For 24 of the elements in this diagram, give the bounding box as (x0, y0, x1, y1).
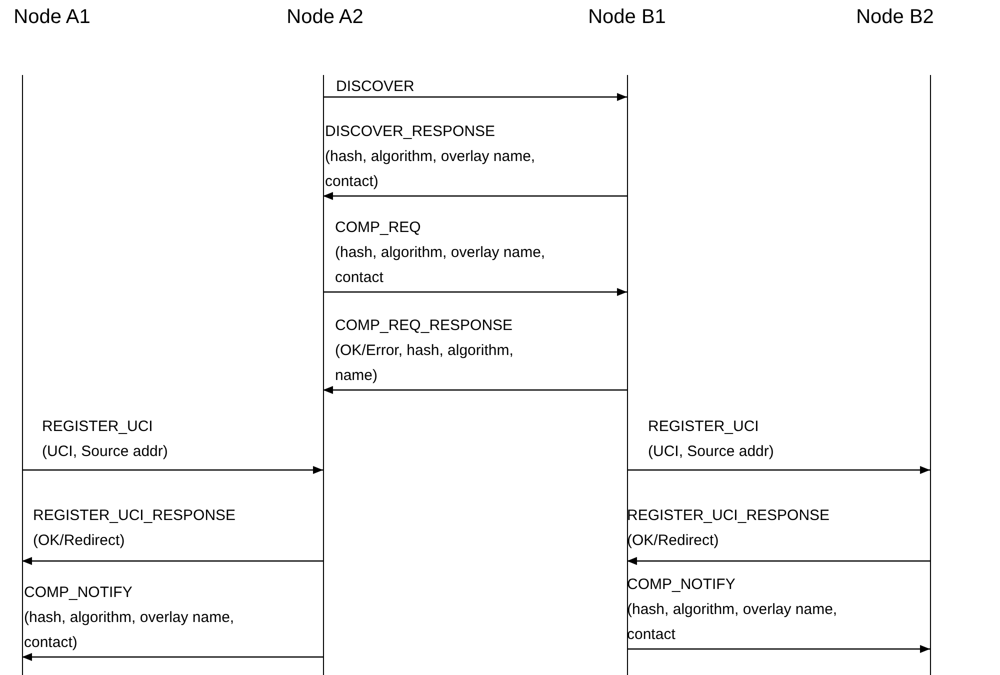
message-label: COMP_NOTIFY (hash, algorithm, overlay name, contact) (24, 583, 236, 653)
message-label: REGISTER_UCI_RESPONSE (OK/Redirect) (33, 506, 236, 551)
message-arrow (22, 557, 323, 565)
message-label: COMP_NOTIFY (hash, algorithm, overlay name, contact (627, 575, 838, 645)
lifeline-heading: Node B2 (856, 6, 934, 29)
lifeline-heading: Node A2 (286, 6, 364, 29)
message-arrow (323, 93, 627, 101)
lifeline-heading: Node A1 (14, 6, 90, 29)
message-arrow (627, 466, 930, 474)
message-label: COMP_REQ_RESPONSE (OK/Error, hash, algorithm, name) (335, 316, 514, 386)
message-label: DISCOVER (336, 77, 414, 97)
message-arrow (323, 386, 627, 394)
message-arrow (323, 288, 627, 296)
message-arrow (627, 557, 930, 565)
message-arrow (627, 645, 930, 653)
message-arrow (22, 653, 323, 661)
message-label: COMP_REQ (hash, algorithm, overlay name, contact (335, 218, 546, 288)
message-arrow (323, 192, 627, 200)
lifeline-heading: Node B1 (588, 6, 666, 29)
message-label: DISCOVER_RESPONSE (hash, algorithm, overlay name, contact) (325, 122, 536, 192)
message-arrow (22, 466, 323, 474)
message-label: REGISTER_UCI_RESPONSE (OK/Redirect) (627, 506, 830, 551)
message-label: REGISTER_UCI (UCI, Source addr) (42, 417, 168, 462)
message-label: REGISTER_UCI (UCI, Source addr) (648, 417, 774, 462)
